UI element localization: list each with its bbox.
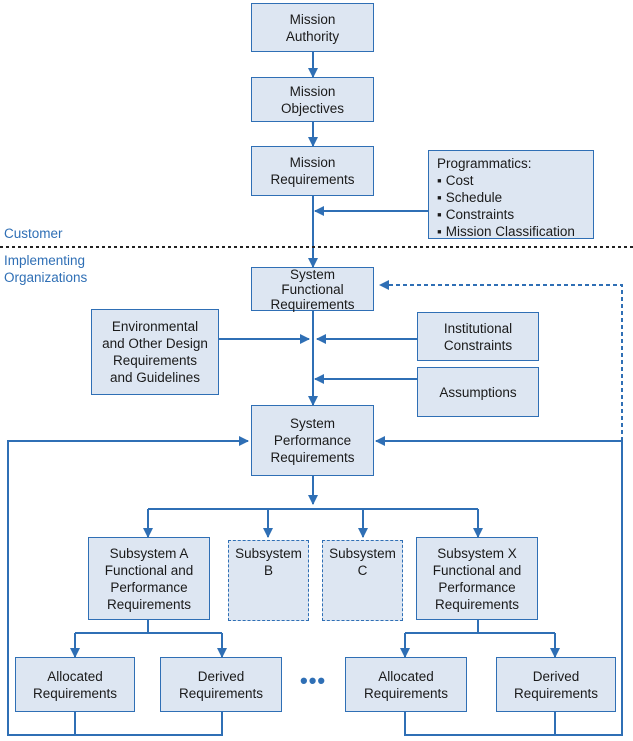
- allocated-requirements-x-box: Allocated Requirements: [345, 657, 467, 712]
- box-line: Requirements: [434, 596, 520, 612]
- box-line: Requirements: [178, 685, 264, 701]
- box-line: C: [357, 563, 368, 578]
- derived-requirements-x-box: Derived Requirements: [496, 657, 616, 712]
- label-line: Implementing: [4, 253, 86, 268]
- feedback-loop-right-allocated: [404, 712, 555, 736]
- subsystem-c-box: Subsystem C: [322, 540, 403, 621]
- box-line: Assumptions: [439, 384, 517, 400]
- programmatics-title: Programmatics:: [437, 156, 532, 171]
- box-line: Subsystem X: [437, 545, 517, 561]
- ellipsis: •••: [300, 668, 327, 693]
- programmatics-item: Cost: [437, 172, 575, 189]
- allocated-requirements-a-box: Allocated Requirements: [15, 657, 135, 712]
- box-line: Subsystem: [329, 546, 396, 561]
- system-performance-requirements-box: System Performance Requirements: [251, 405, 374, 476]
- box-line: Subsystem: [235, 546, 302, 561]
- box-line: Allocated: [378, 668, 434, 684]
- box-line: Requirements: [32, 685, 118, 701]
- institutional-constraints-box: Institutional Constraints: [417, 312, 539, 361]
- box-line: Requirements: [112, 353, 198, 368]
- box-line: Derived: [532, 668, 580, 684]
- system-functional-requirements-box: System Functional Requirements: [251, 266, 374, 312]
- box-line: Constraints: [443, 337, 513, 353]
- box-line: Requirements: [106, 596, 192, 612]
- box-line: System: [289, 416, 335, 431]
- box-line: Performance: [110, 579, 188, 595]
- mission-requirements-box: Mission Requirements: [251, 146, 374, 196]
- box-line: Functional and: [104, 562, 194, 578]
- box-line: Mission: [289, 83, 336, 99]
- mission-objectives-box: Mission Objectives: [251, 77, 374, 122]
- programmatics-item: Constraints: [437, 206, 575, 223]
- box-line: Requirements: [270, 172, 355, 187]
- box-line: and Guidelines: [109, 370, 201, 385]
- box-line: and Other Design: [102, 336, 208, 351]
- derived-requirements-a-box: Derived Requirements: [160, 657, 282, 712]
- assumptions-box: Assumptions: [417, 367, 539, 417]
- box-line: Allocated: [47, 668, 103, 684]
- programmatics-item: Mission Classification: [437, 223, 575, 240]
- box-line: Environmental: [111, 319, 199, 334]
- box-line: Performance: [438, 579, 516, 595]
- mission-authority-box: Mission Authority: [251, 3, 374, 52]
- box-line: Performance: [273, 433, 352, 448]
- subsystem-b-box: Subsystem B: [228, 540, 309, 621]
- feedback-loop-right: [375, 436, 623, 736]
- box-line: Requirements: [513, 685, 599, 701]
- box-line: B: [263, 563, 273, 578]
- subsystem-x-box: Subsystem X Functional and Performance R…: [416, 537, 538, 620]
- box-line: Mission: [289, 155, 336, 170]
- implementing-label: Implementing Organizations: [4, 252, 87, 286]
- customer-label: Customer: [4, 226, 63, 241]
- feedback-loop-left-derived: [75, 712, 223, 736]
- box-line: Derived: [197, 668, 245, 684]
- programmatics-box: Programmatics: Cost Schedule Constraints…: [428, 150, 594, 239]
- box-line: Authority: [285, 28, 340, 44]
- box-line: Requirements: [270, 450, 355, 465]
- environmental-requirements-box: Environmental and Other Design Requireme…: [91, 309, 219, 395]
- box-line: Functional and: [432, 562, 522, 578]
- box-line: Functional: [281, 281, 344, 297]
- programmatics-item: Schedule: [437, 189, 575, 206]
- label-line: Organizations: [4, 270, 88, 285]
- feedback-loop-dashed: [379, 280, 623, 441]
- box-line: Requirements: [363, 685, 449, 701]
- box-line: Objectives: [280, 100, 345, 116]
- box-line: Subsystem A: [109, 545, 189, 561]
- box-line: Institutional: [443, 320, 513, 336]
- box-line: System: [289, 266, 335, 282]
- box-line: Requirements: [270, 296, 355, 312]
- feedback-loop-left: [7, 436, 249, 736]
- subsystem-a-box: Subsystem A Functional and Performance R…: [88, 537, 210, 620]
- box-line: Mission: [289, 11, 336, 27]
